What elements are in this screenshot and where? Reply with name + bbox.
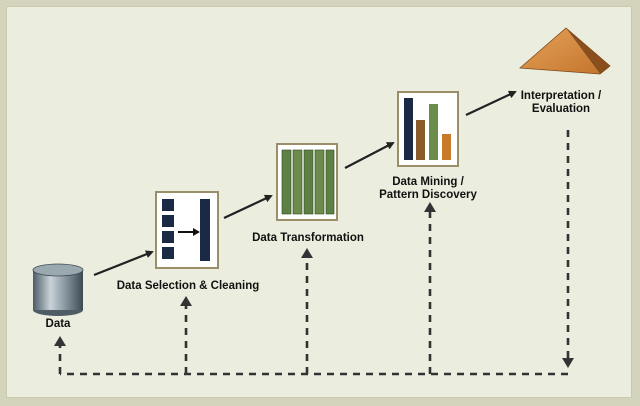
arrow-transformation-to-mining — [344, 142, 395, 169]
arrow-selection-to-transformation — [223, 194, 273, 219]
feedback-loop — [58, 130, 570, 376]
arrowhead-up-transformation — [301, 248, 313, 258]
column-stack-icon — [276, 143, 338, 221]
label-selection: Data Selection & Cleaning — [116, 280, 260, 292]
arrowhead-up-data — [54, 336, 66, 346]
feedback-arrowheads — [54, 202, 574, 368]
arrowhead-down-interpretation — [562, 358, 574, 368]
bar-chart-icon — [397, 91, 459, 167]
selection-grid-icon — [155, 191, 219, 269]
arrow-data-to-selection — [93, 250, 154, 277]
pyramid-icon — [519, 27, 611, 75]
arrow-mining-to-interpretation — [465, 90, 517, 116]
arrowhead-up-selection — [180, 296, 192, 306]
label-mining: Data Mining / Pattern Discovery — [379, 176, 477, 201]
label-data: Data — [45, 318, 71, 330]
database-cylinder-icon — [32, 263, 84, 316]
arrowhead-up-mining — [424, 202, 436, 212]
label-interpretation: Interpretation / Evaluation — [520, 90, 602, 115]
label-transformation: Data Transformation — [252, 232, 364, 244]
